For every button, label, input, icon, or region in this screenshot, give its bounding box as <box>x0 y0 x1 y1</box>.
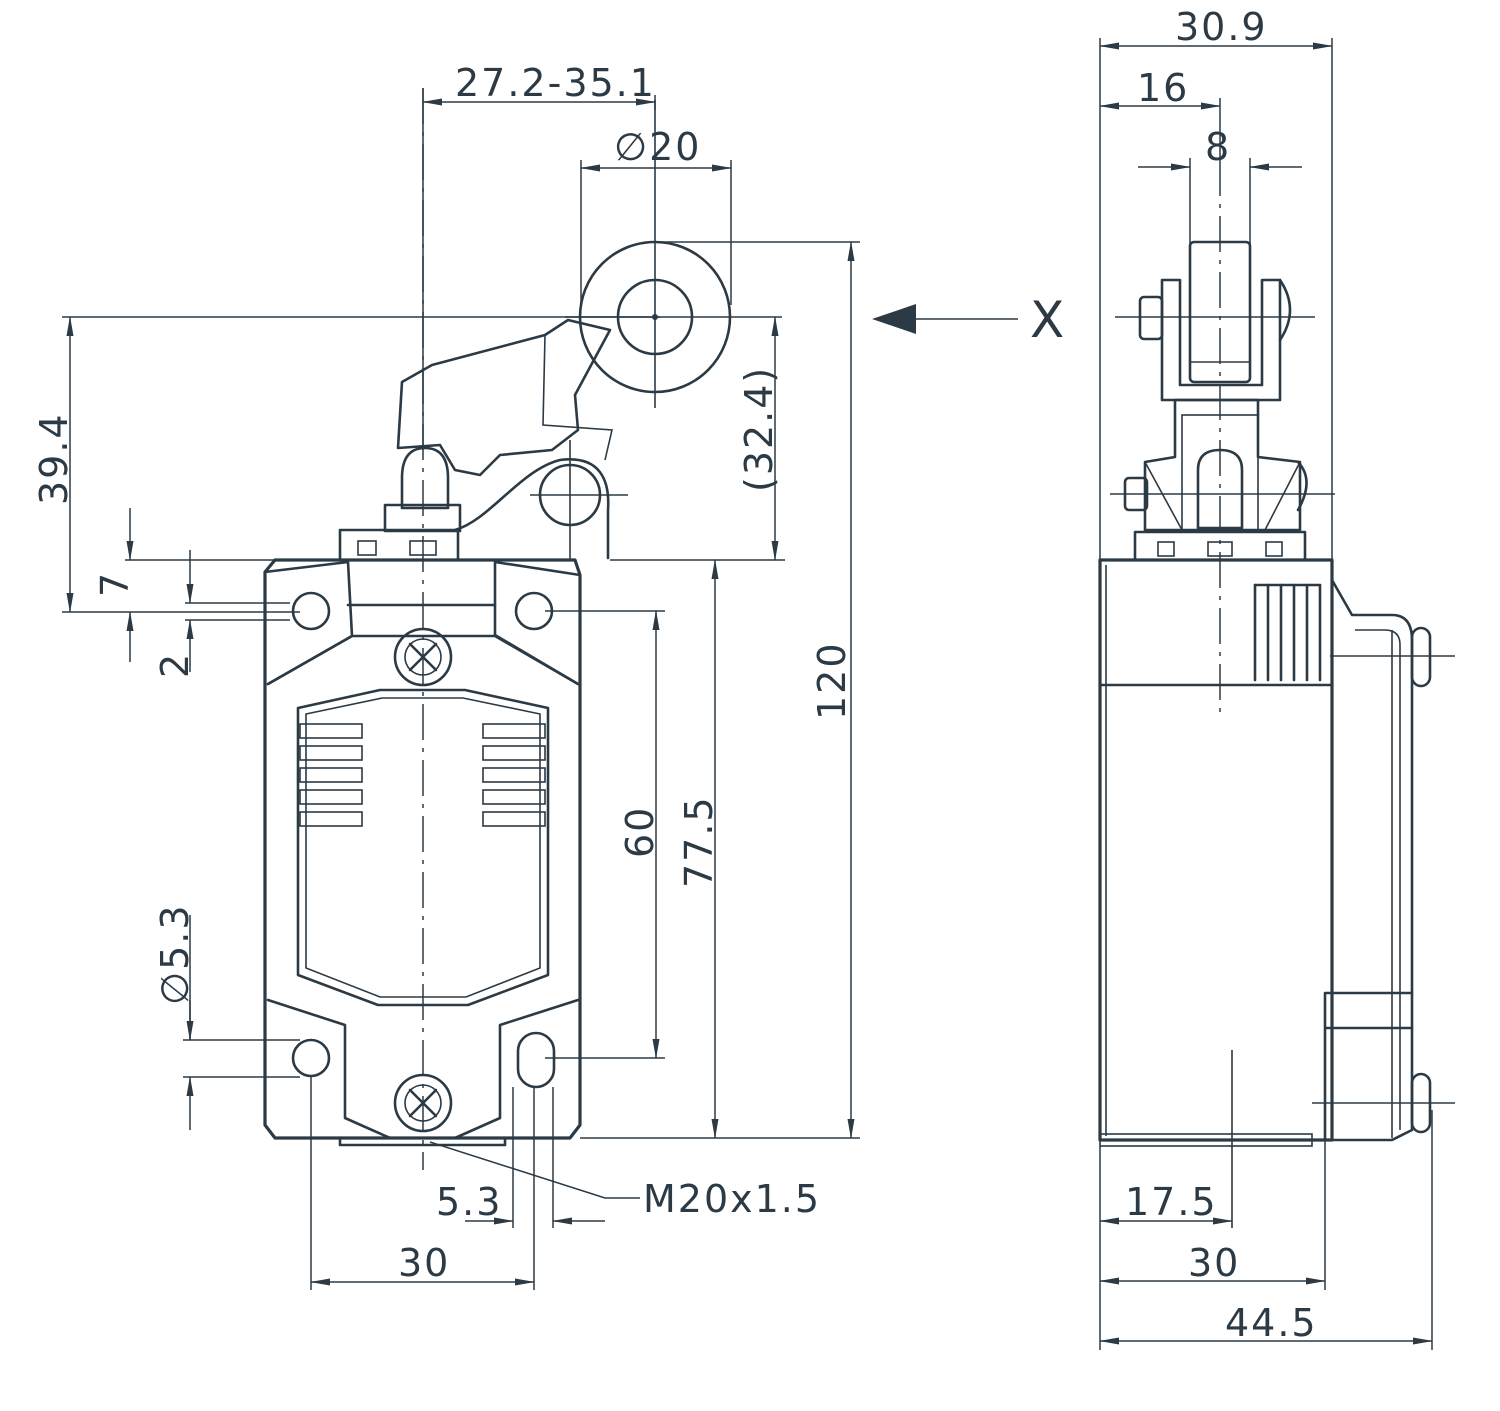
side-fins <box>1253 583 1322 682</box>
conduit-entry <box>338 1136 507 1147</box>
dim-slot-width: 5.3 <box>436 1180 502 1224</box>
dim-hole-diameter: ∅5.3 <box>153 903 197 1005</box>
side-cover-plate <box>1330 578 1414 1142</box>
cover-outer <box>296 688 550 1007</box>
dim-lever-reach: 27.2-35.1 <box>455 61 656 105</box>
side-roller-bracket <box>1160 278 1282 402</box>
view-x-marker: X <box>872 291 1064 349</box>
side-conduit <box>1099 1133 1313 1147</box>
dim-roller-axis-height: (32.4) <box>737 366 781 492</box>
side-head <box>1143 398 1302 532</box>
dim-side-roller-width: 8 <box>1205 125 1231 169</box>
cover-inner <box>305 697 541 998</box>
side-body <box>1098 558 1334 1142</box>
plunger <box>400 446 450 510</box>
lever-arm <box>396 318 612 477</box>
flange-top-right <box>493 560 582 686</box>
vent-slots-left <box>299 723 363 827</box>
front-dimensions: 27.2-35.1 ∅20 39.4 (32.4) 120 7 2 <box>32 61 860 1290</box>
mount-hole-top-left <box>291 591 331 631</box>
dim-side-center-offset: 17.5 <box>1125 1180 1218 1224</box>
side-screw-top <box>1410 626 1432 688</box>
flange-top-left <box>263 560 354 686</box>
dim-side-total-depth: 44.5 <box>1225 1301 1318 1345</box>
dim-hole-spacing-horizontal: 30 <box>398 1241 450 1285</box>
dim-hole-spacing-vertical: 60 <box>618 806 662 858</box>
dim-flange-offset: 7 <box>93 571 137 597</box>
view-x-label: X <box>1030 291 1064 349</box>
head-bolt-1 <box>357 540 377 556</box>
mount-slot-bottom-right <box>516 1031 556 1089</box>
dim-total-height: 120 <box>810 641 854 720</box>
lever-hub <box>453 458 610 560</box>
side-view <box>1098 160 1455 1228</box>
body-outer <box>263 558 582 1140</box>
lever-arm-inner <box>542 334 613 461</box>
dim-side-roller-offset: 16 <box>1137 66 1189 110</box>
dim-side-mount-depth: 30 <box>1188 1241 1240 1285</box>
vent-slots-right <box>482 723 546 827</box>
dim-body-height: 77.5 <box>677 795 721 888</box>
side-dimensions: 30.9 16 8 17.5 30 44.5 <box>1099 5 1433 1350</box>
dim-lever-height: 39.4 <box>32 412 76 505</box>
dim-conduit-thread: M20x1.5 <box>643 1177 821 1221</box>
mount-hole-bottom-left <box>291 1038 331 1078</box>
front-view <box>263 88 782 1170</box>
dim-flange-gap: 2 <box>153 652 197 678</box>
dim-side-actuator-width: 30.9 <box>1175 5 1268 49</box>
flange-bottom <box>266 998 580 1140</box>
dim-roller-diameter: ∅20 <box>614 125 701 169</box>
side-bottom-step <box>1323 991 1414 1142</box>
